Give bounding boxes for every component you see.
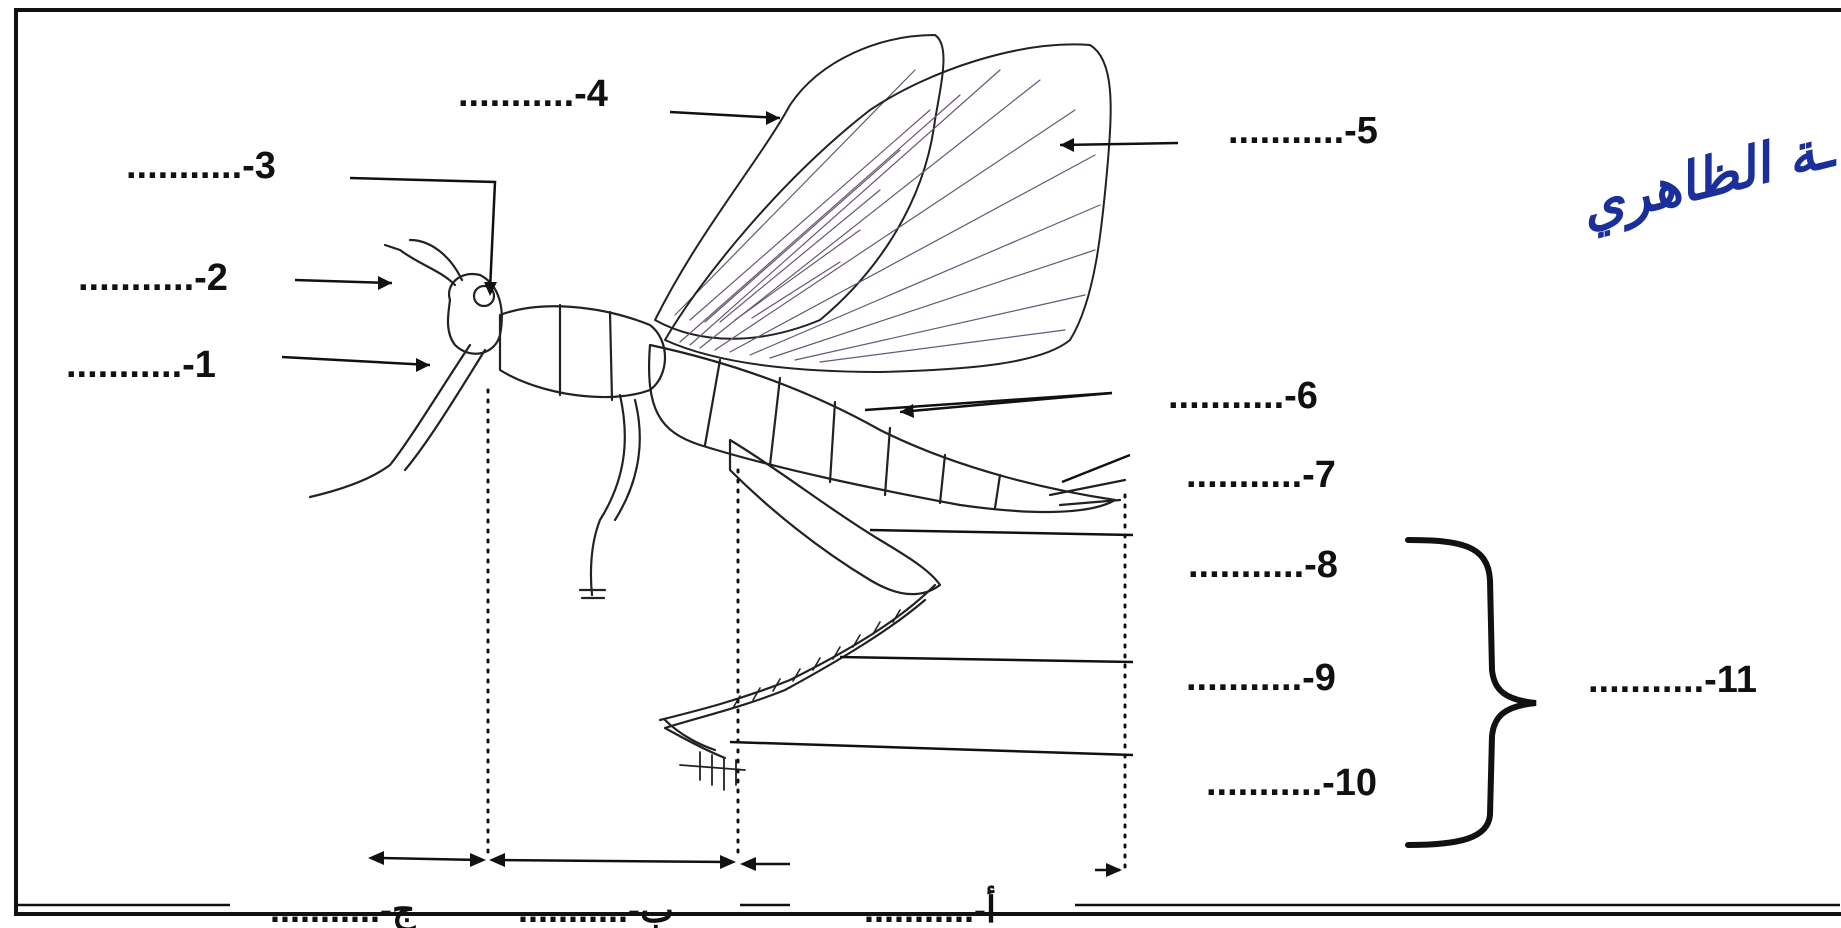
page-title: ـة الظاهري bbox=[1574, 115, 1841, 242]
region-label-b: ...........-ب bbox=[518, 889, 674, 928]
arrow-a-left bbox=[740, 857, 756, 871]
forewing-veins bbox=[675, 70, 930, 322]
label-1: ...........-1 bbox=[66, 344, 216, 386]
arrow-c-left bbox=[368, 851, 384, 865]
region-label-c: ...........-ج bbox=[270, 889, 416, 928]
label-3: ...........-3 bbox=[126, 145, 276, 187]
region-label-a: ...........-أ bbox=[864, 885, 996, 928]
cerci bbox=[1050, 480, 1125, 505]
insect-illustration bbox=[310, 35, 1125, 790]
leader-lines bbox=[282, 112, 1178, 755]
arrow-a-right bbox=[1106, 863, 1122, 877]
label-11: ...........-11 bbox=[1588, 659, 1757, 701]
arrowheads bbox=[378, 111, 1074, 418]
arrow-b-right bbox=[720, 855, 736, 869]
front-leg bbox=[310, 345, 470, 497]
middle-leg bbox=[591, 395, 625, 595]
hindwing-veins bbox=[680, 70, 1100, 362]
label-2: ...........-2 bbox=[78, 257, 228, 299]
label-9: ...........-9 bbox=[1186, 657, 1336, 699]
label-4: ...........-4 bbox=[458, 73, 608, 115]
label-8: ...........-8 bbox=[1188, 544, 1338, 586]
region-dotted-lines bbox=[488, 390, 1125, 870]
antenna-1 bbox=[385, 245, 455, 285]
label-6: ...........-6 bbox=[1168, 375, 1318, 417]
brace-group-11 bbox=[1408, 540, 1536, 845]
arrow-c-right bbox=[470, 853, 486, 867]
hind-tibia bbox=[660, 585, 935, 720]
label-7: ...........-7 bbox=[1186, 454, 1336, 496]
label-10: ...........-10 bbox=[1206, 762, 1377, 804]
thorax bbox=[500, 306, 665, 397]
label-5: ...........-5 bbox=[1228, 110, 1378, 152]
tibia-spines bbox=[733, 610, 900, 708]
arrow-b-left bbox=[489, 853, 505, 867]
